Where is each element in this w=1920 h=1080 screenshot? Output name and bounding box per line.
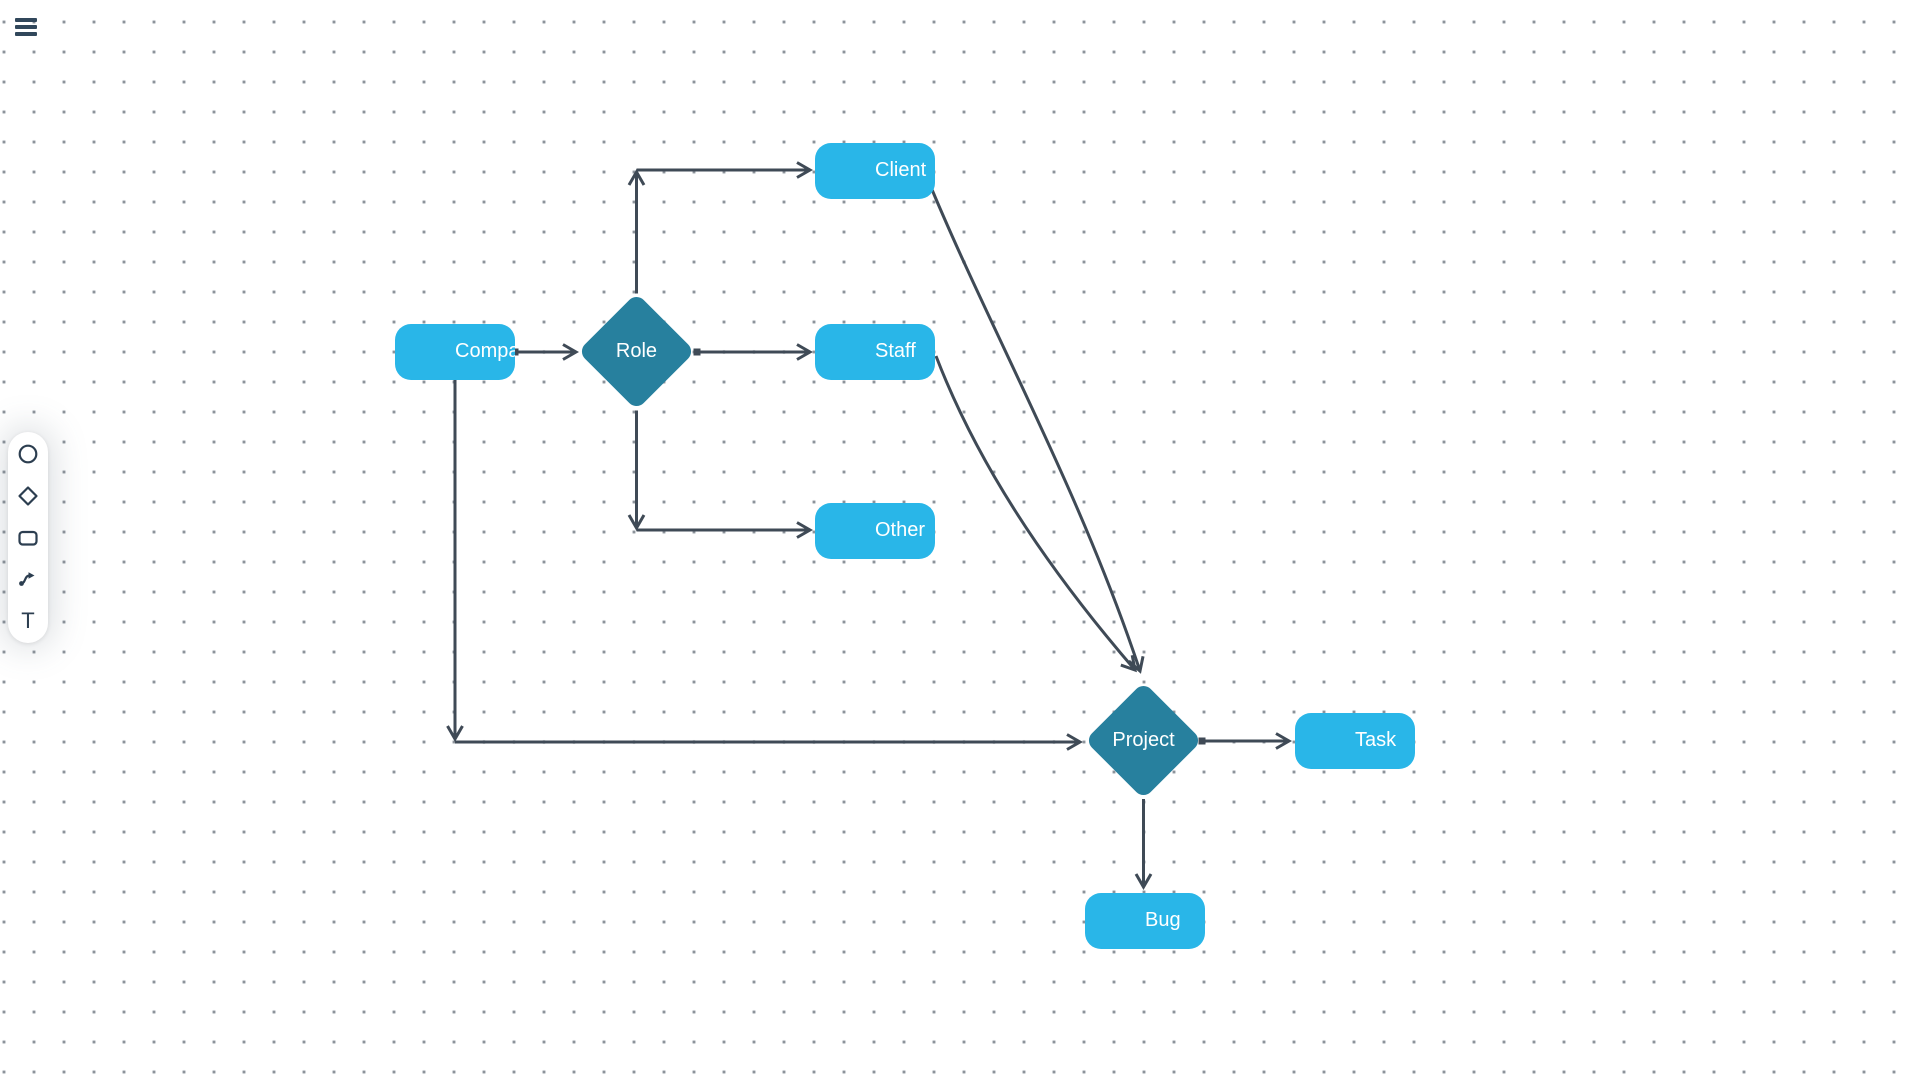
circle-tool-button[interactable]: [15, 441, 41, 467]
connector-arrow-icon: [19, 572, 35, 587]
edge-role-staff[interactable]: [693, 343, 814, 361]
edge-project-task[interactable]: [1198, 732, 1293, 750]
rectangle-icon: [18, 530, 38, 546]
node-bug[interactable]: Bug: [1085, 893, 1205, 949]
node-label: Client: [875, 158, 927, 181]
edge-client-project[interactable]: [926, 179, 1145, 674]
node-client[interactable]: Client: [815, 143, 935, 199]
text-icon: T: [21, 608, 35, 633]
node-other[interactable]: Other: [815, 503, 935, 559]
diamond-tool-button[interactable]: [15, 483, 41, 509]
node-label: Bug: [1145, 908, 1181, 931]
node-label: Other: [875, 518, 926, 541]
edge-staff-project[interactable]: [934, 355, 1137, 673]
shape-toolbar: T: [8, 432, 48, 643]
node-company[interactable]: Company: [395, 324, 515, 380]
edge-role-other[interactable]: [627, 410, 814, 539]
edge-role-client[interactable]: [627, 161, 814, 294]
node-label: Project: [1112, 729, 1175, 751]
edge-company-project[interactable]: [446, 380, 1084, 751]
text-tool-button[interactable]: T: [15, 608, 41, 634]
node-label: Company: [455, 339, 515, 362]
node-label: Role: [615, 340, 658, 362]
node-staff[interactable]: Staff: [815, 324, 935, 380]
rectangle-tool-button[interactable]: [15, 525, 41, 551]
menu-button[interactable]: [15, 13, 43, 41]
connector-tool-button[interactable]: [15, 566, 41, 592]
node-label: Staff: [875, 339, 916, 362]
edge-company-role[interactable]: [511, 343, 580, 361]
diamond-icon: [18, 486, 38, 506]
node-task[interactable]: Task: [1295, 713, 1415, 769]
node-label: Task: [1355, 728, 1397, 751]
circle-icon: [18, 444, 38, 464]
